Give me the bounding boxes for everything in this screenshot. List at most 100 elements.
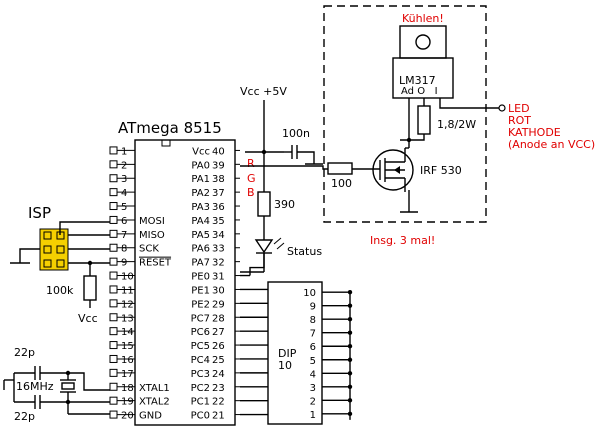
- chip-left-pin-15: [109, 341, 118, 350]
- chip-right-name-37: PA2: [191, 188, 210, 199]
- crystal-symbol: [60, 373, 76, 402]
- chip-left-pin-6: [109, 215, 118, 224]
- lm317-regulator: [392, 25, 454, 99]
- xtal1-node: [65, 370, 71, 376]
- chip-left-num-4: 4: [121, 188, 127, 199]
- chip-left-pin-2: [109, 160, 118, 169]
- chip-right-num-38: 38: [212, 174, 225, 185]
- chip-left-num-10: 10: [121, 272, 134, 283]
- kuehlen-label: Kühlen!: [402, 12, 444, 25]
- chip-left-name-19: XTAL2: [139, 397, 170, 408]
- chip-right-name-27: PC6: [191, 327, 210, 338]
- chip-right-num-39: 39: [212, 160, 225, 171]
- chip-left-pin-10: [109, 271, 118, 280]
- pe0-status-link: [249, 253, 265, 276]
- chip-left-pin-4: [109, 188, 118, 197]
- dip-number-2: 2: [310, 396, 316, 407]
- chip-left-num-17: 17: [121, 369, 134, 380]
- chip-left-name-8: SCK: [139, 244, 159, 255]
- cap-22p-top-label: 22p: [14, 346, 35, 359]
- chip-left-pin-5: [109, 202, 118, 211]
- led-label-line3: KATHODE: [508, 126, 561, 139]
- dip-node-10: [347, 289, 353, 295]
- res-100k: [83, 275, 97, 301]
- chip-left-num-20: 20: [121, 411, 134, 422]
- chip-body: [134, 139, 236, 426]
- chip-left-num-14: 14: [121, 327, 134, 338]
- chip-right-num-34: 34: [212, 230, 225, 241]
- dip-number-9: 9: [310, 302, 316, 313]
- chip-right-name-28: PC7: [191, 313, 210, 324]
- chip-right-name-25: PC4: [191, 355, 210, 366]
- led-output-terminal[interactable]: [498, 104, 506, 112]
- chip-right-num-28: 28: [212, 313, 225, 324]
- chip-right-num-31: 31: [212, 272, 225, 283]
- chip-left-pin-19: [109, 396, 118, 405]
- chip-right-name-36: PA3: [191, 202, 210, 213]
- rgb-label-g: G: [247, 172, 256, 185]
- isp-wires: [10, 221, 110, 264]
- chip-right-name-31: PE0: [191, 272, 210, 283]
- chip-left-num-1: 1: [121, 146, 127, 157]
- chip-right-name-35: PA4: [191, 216, 210, 227]
- chip-right-num-33: 33: [212, 244, 225, 255]
- chip-right-name-24: PC3: [191, 369, 210, 380]
- chip-left-num-13: 13: [121, 313, 134, 324]
- chip-right-num-40: 40: [212, 146, 225, 157]
- module-outline: [323, 5, 487, 223]
- chip-left-pin-11: [109, 285, 118, 294]
- insg-label: Insg. 3 mal!: [370, 234, 435, 247]
- dip-number-7: 7: [310, 329, 316, 340]
- led-label-line4: (Anode an VCC): [508, 138, 595, 151]
- chip-left-num-9: 9: [121, 258, 127, 269]
- regulator-label: LM317: [399, 74, 436, 87]
- chip-right-num-35: 35: [212, 216, 225, 227]
- chip-left-pin-18: [109, 382, 118, 391]
- chip-right-num-23: 23: [212, 383, 225, 394]
- status-led-icon: [254, 237, 285, 254]
- dip-wire-group: [240, 253, 353, 420]
- chip-left-pin-17: [109, 368, 118, 377]
- chip-right-num-26: 26: [212, 341, 225, 352]
- crystal-wires: [3, 366, 110, 415]
- chip-notch: [161, 139, 171, 147]
- res-390: [257, 191, 271, 217]
- chip-right-num-32: 32: [212, 258, 225, 269]
- chip-left-pin-7: [109, 229, 118, 238]
- chip-left-num-3: 3: [121, 174, 127, 185]
- chip-right-name-32: PA7: [191, 258, 210, 269]
- chip-right-num-29: 29: [212, 299, 225, 310]
- chip-left-name-7: MISO: [139, 230, 165, 241]
- res-100k-label: 100k: [46, 284, 74, 297]
- dip-number-3: 3: [310, 383, 316, 394]
- chip-right-name-23: PC2: [191, 383, 210, 394]
- chip-left-name-6: MOSI: [139, 216, 165, 227]
- chip-left-num-7: 7: [121, 230, 127, 241]
- chip-left-pin-3: [109, 174, 118, 183]
- dip-switch-body[interactable]: [267, 281, 323, 425]
- chip-left-num-12: 12: [121, 299, 134, 310]
- dip-number-4: 4: [310, 369, 316, 380]
- chip-right-name-22: PC1: [191, 397, 210, 408]
- res-100: [327, 162, 353, 175]
- chip-right-name-34: PA5: [191, 230, 210, 241]
- chip-right-num-37: 37: [212, 188, 225, 199]
- chip-right-name-29: PE2: [191, 299, 210, 310]
- dip-label-line2: 10: [278, 359, 292, 372]
- chip-left-pin-8: [109, 243, 118, 252]
- chip-right-num-21: 21: [212, 411, 225, 422]
- mosfet-label: IRF 530: [420, 164, 462, 177]
- chip-left-num-15: 15: [121, 341, 134, 352]
- dip-number-6: 6: [310, 342, 316, 353]
- isp-label: ISP: [28, 204, 51, 222]
- chip-title: ATmega 8515: [118, 119, 222, 137]
- chip-left-name-9: RESET: [139, 258, 172, 269]
- vcc-bottom-label: Vcc: [78, 312, 98, 325]
- led-label-line2: ROT: [508, 114, 531, 127]
- chip-right-num-25: 25: [212, 355, 225, 366]
- res-100-label: 100: [331, 177, 352, 190]
- chip-left-num-2: 2: [121, 160, 127, 171]
